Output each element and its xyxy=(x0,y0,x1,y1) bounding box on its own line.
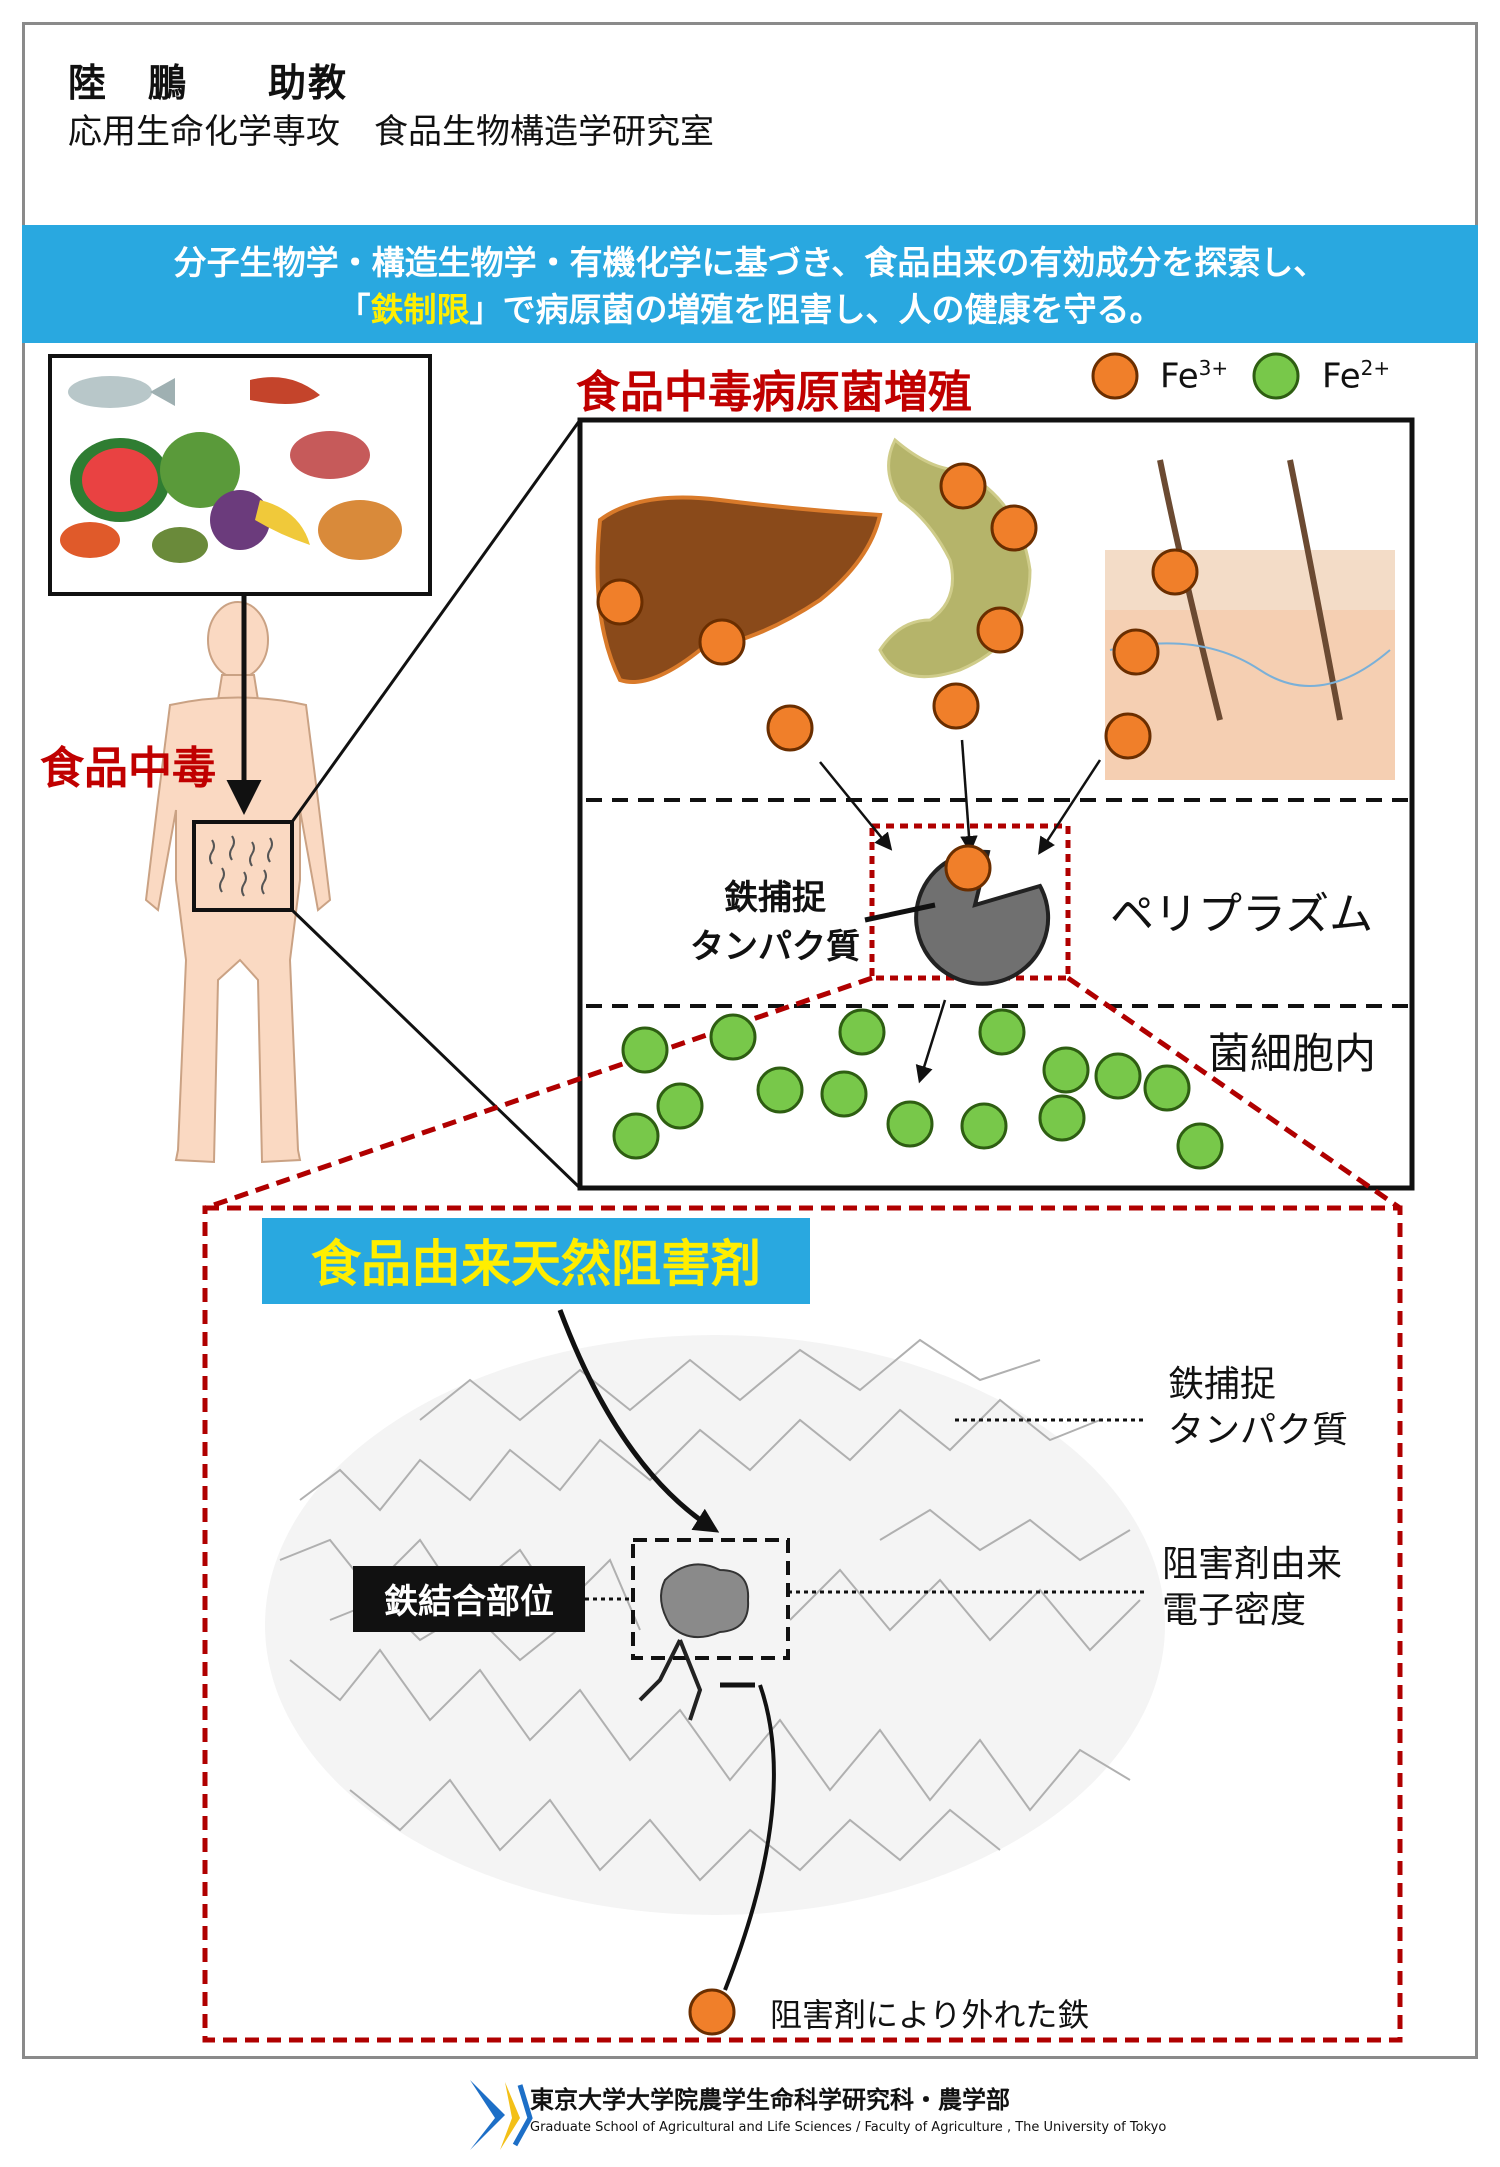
capture-protein-2-line1: 鉄捕捉 xyxy=(1168,1364,1277,1405)
magnify-line-right xyxy=(1066,975,1402,1211)
fe2-ion xyxy=(820,1070,868,1118)
fe2-ion xyxy=(709,1013,757,1061)
capture-protein-2-line2: タンパク質 xyxy=(1168,1410,1349,1451)
fe3-ion xyxy=(939,462,987,510)
released-iron-label: 阻害剤により外れた鉄 xyxy=(770,1996,1090,2034)
intracellular-label: 菌細胞内 xyxy=(1208,1029,1377,1078)
author-affiliation: 応用生命化学専攻 食品生物構造学研究室 xyxy=(68,112,714,152)
fe2-ion xyxy=(1176,1122,1224,1170)
legend-fe3-base: Fe xyxy=(1160,356,1199,397)
legend-fe2-sup: 2+ xyxy=(1360,356,1391,380)
banner-line-2: 「鉄制限」で病原菌の増殖を阻害し、人の健康を守る。 xyxy=(22,283,1478,331)
legend-fe2-dot xyxy=(1252,352,1300,400)
fe2-ion xyxy=(656,1082,704,1130)
fe2-ion xyxy=(1042,1046,1090,1094)
legend-fe2: Fe2+ xyxy=(1322,356,1390,396)
fe2-ion xyxy=(612,1112,660,1160)
fe2-ion xyxy=(621,1026,669,1074)
capture-protein-label-line1: 鉄捕捉 xyxy=(724,878,826,918)
banner-highlight: 鉄制限 xyxy=(370,290,470,329)
inhibitor-electron-density xyxy=(660,1563,750,1639)
summary-banner xyxy=(22,225,1478,343)
fe3-ion xyxy=(990,504,1038,552)
fe3-ion xyxy=(976,606,1024,654)
inhibitor-title-box xyxy=(262,1218,810,1304)
legend-fe2-base: Fe xyxy=(1322,356,1361,397)
fe3-ion xyxy=(932,682,980,730)
banner-line-1: 分子生物学・構造生物学・有機化学に基づき、食品由来の有効成分を探索し、 xyxy=(173,243,1327,282)
periplasm-label: ペリプラズム xyxy=(1110,889,1374,940)
binding-site-box xyxy=(631,1538,790,1660)
release-curve xyxy=(723,1684,776,1991)
legend-fe3-dot xyxy=(1091,352,1139,400)
fe2-ion xyxy=(1038,1094,1086,1142)
fe2-ion xyxy=(886,1100,934,1148)
gut-box xyxy=(192,820,294,912)
binding-site-label: 鉄結合部位 xyxy=(384,1582,554,1622)
fe3-ion xyxy=(766,704,814,752)
fe2-ion xyxy=(978,1008,1026,1056)
capture-protein-pointer xyxy=(864,902,936,923)
released-iron-dot xyxy=(688,1988,736,2036)
capture-protein-label-line2: タンパク質 xyxy=(690,927,860,967)
inhibitor-density-line2: 電子密度 xyxy=(1162,1590,1307,1631)
zoom-line-top xyxy=(290,419,582,823)
fe2-ion xyxy=(756,1066,804,1114)
fe3-ion xyxy=(1112,628,1160,676)
inhibitor-arrow xyxy=(557,1309,720,1533)
human-body xyxy=(144,601,332,1164)
legend-fe3: Fe3+ xyxy=(1160,356,1228,396)
banner-line-2-rest: 」で病原菌の増殖を阻害し、人の健康を守る。 xyxy=(469,290,1163,329)
bacteria-squiggles xyxy=(209,835,273,897)
ligand-sticks xyxy=(638,1639,703,1721)
magnify-line-left xyxy=(204,975,873,1211)
liver-illustration xyxy=(595,495,883,684)
fe3-ion xyxy=(596,578,644,626)
section-title: 食品中毒病原菌増殖 xyxy=(576,367,972,418)
fe2-ion xyxy=(1094,1052,1142,1100)
page-frame xyxy=(22,22,1478,2059)
fe3-ion xyxy=(698,618,746,666)
food-poisoning-label: 食品中毒 xyxy=(40,743,216,794)
fe3-ion xyxy=(944,844,992,892)
footer-institution-en: Graduate School of Agricultural and Life… xyxy=(530,2120,1167,2135)
legend-fe3-sup: 3+ xyxy=(1198,356,1229,380)
food-illustration xyxy=(48,354,432,596)
author-name: 陸 鵬 助教 xyxy=(68,61,349,105)
binding-site-box-label xyxy=(353,1566,585,1632)
footer-institution: 東京大学大学院農学生命科学研究科・農学部 xyxy=(530,2086,1010,2114)
inhibitor-density-label: 阻害剤由来電子密度 xyxy=(1162,1542,1342,1634)
capture-protein-label-2: 鉄捕捉タンパク質 xyxy=(1168,1362,1348,1454)
fe3-ion xyxy=(1151,548,1199,596)
iron-arrows xyxy=(819,739,1102,1084)
inhibitor-density-line1: 阻害剤由来 xyxy=(1162,1544,1343,1585)
fe2-ion xyxy=(1143,1064,1191,1112)
banner-bracket-open: 「 xyxy=(337,290,371,329)
fe2-ion xyxy=(960,1102,1008,1150)
fe2-ion xyxy=(838,1008,886,1056)
zoom-line-bottom xyxy=(290,908,582,1190)
fe3-ion xyxy=(1104,712,1152,760)
protein-highlight-box xyxy=(869,823,1071,981)
ut-agri-logo xyxy=(470,2080,533,2150)
inhibitor-zoom-box xyxy=(202,1205,1403,2043)
inhibitor-title: 食品由来天然阻害剤 xyxy=(311,1235,761,1293)
capture-protein-label: 鉄捕捉タンパク質 xyxy=(690,870,860,968)
